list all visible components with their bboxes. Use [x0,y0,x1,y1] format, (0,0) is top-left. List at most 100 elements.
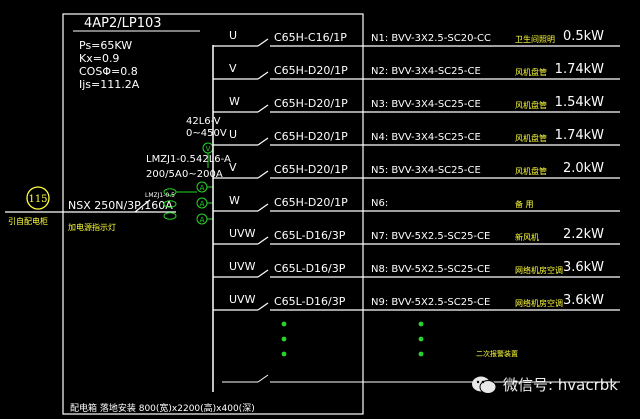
circuit-row: UVW C65L-D16/3P N9: BVV-5X2.5-SC25-CE 网络机房空… [213,293,620,311]
breaker-contact [257,269,269,278]
breaker-model: C65L-D16/3P [274,295,346,308]
cable-spec: N2: BVV-3X4-SC25-CE [371,66,481,77]
phase-label: U [229,29,237,42]
cable-spec: N4: BVV-3X4-SC25-CE [371,132,481,143]
voltmeter-model: 42L6-V [186,116,221,127]
phase-label: UVW [229,260,256,273]
cabinet-outline [62,13,364,415]
breaker-model: C65H-D20/1P [274,196,348,209]
incoming-number-circle [26,186,50,210]
current-transformer-group [163,188,197,220]
load-name: 新风机 [515,232,539,242]
main-breaker-contact [134,199,151,213]
breaker-contact [257,302,269,311]
ammeter-letter: A [200,184,205,192]
breaker-model: C65H-D20/1P [274,97,348,110]
incoming-number: 115 [28,194,47,205]
cable-spec: N6: [371,198,388,209]
main-breaker-label: NSX 250N/3P,160A [68,199,173,212]
cable-spec: N1: BVV-3X2.5-SC20-CC [371,33,491,44]
ellipsis-dot [418,351,424,357]
circuit-row: V C65H-D20/1P N5: BVV-3X4-SC25-CE 风机盘管 2.0kW [213,161,620,179]
circuit-row: UVW C65L-D16/3P N7: BVV-5X2.5-SC25-CE 新风机 2.… [213,227,620,245]
load-name: 网络机房空调 [515,265,563,275]
breaker-model: C65L-D16/3P [274,229,346,242]
breaker-model: C65H-C16/1P [274,31,347,44]
ammeter-model: LMZJ1-0.5 [146,154,196,165]
breaker-contact [257,71,269,80]
cabinet-size-note: 配电箱 落地安装 800(宽)x2200(高)x400(深) [70,402,255,414]
voltmeter-range: 0~450V [186,128,227,139]
ct-symbol [163,200,177,208]
load-power: 2.2kW [563,227,604,242]
breaker-contact [257,170,269,179]
breaker-model: C65L-D16/3P [274,262,346,275]
load-power: 0.5kW [563,29,604,44]
ammeter-range: 0~200A [182,169,223,180]
circuit-row: U C65H-C16/1P N1: BVV-3X2.5-SC20-CC 卫生间照明 0.… [213,29,620,47]
load-power: 1.74kW [555,128,604,143]
voltmeter-letter: V [206,145,211,153]
breaker-contact [257,38,269,47]
phase-label: UVW [229,227,256,240]
breaker-model: C65H-D20/1P [274,64,348,77]
param-ijs: Ijs=111.2A [79,78,140,91]
ellipsis-note: 二次报警装置 [476,349,518,358]
ellipsis-dot [281,321,287,327]
incoming-label: 引自配电柜 [8,216,48,226]
load-name: 风机盘管 [515,133,547,143]
phase-label: UVW [229,293,256,306]
load-name: 备 用 [515,199,534,209]
breaker-model: C65H-D20/1P [274,163,348,176]
breaker-contact [257,104,269,113]
load-name: 卫生间照明 [515,34,555,44]
ct-symbol [163,212,177,220]
phase-label: W [229,194,240,207]
load-power: 2.0kW [563,161,604,176]
circuit-row: UVW C65L-D16/3P N8: BVV-5X2.5-SC25-CE 网络机房空… [213,260,620,278]
phase-label: V [229,161,237,174]
ammeter-letter: A [200,200,205,208]
phase-label: W [229,95,240,108]
load-name: 风机盘管 [515,166,547,176]
param-kx: Kx=0.9 [79,52,119,65]
panel-id: 4AP2/LP103 [84,16,162,31]
watermark: 微信号: hvacrbk [471,374,618,395]
load-name: 风机盘管 [515,100,547,110]
wechat-icon [471,375,497,395]
circuit-row: W C65H-D20/1P N6: 备 用 [213,194,620,212]
param-cos: COSΦ=0.8 [79,65,138,78]
ellipsis-dot [281,351,287,357]
breaker-contact [257,137,269,146]
load-name: 网络机房空调 [515,298,563,308]
load-name: 风机盘管 [515,67,547,77]
ellipsis-dot [418,321,424,327]
ammeter-group: AAA [196,181,213,225]
watermark-text: 微信号: hvacrbk [502,376,618,394]
continuation-dots [281,321,424,357]
breaker-contact [257,203,269,212]
ct-label: LMZJ1-0.5 [145,192,175,199]
breaker-model: C65H-D20/1P [274,130,348,143]
ammeter-ratio: 200/5A [146,169,182,180]
load-power: 1.74kW [555,62,604,77]
cable-spec: N9: BVV-5X2.5-SC25-CE [371,297,490,308]
load-power: 3.6kW [563,293,604,308]
main-breaker-note: 加电源指示灯 [68,222,116,232]
cable-spec: N5: BVV-3X4-SC25-CE [371,165,481,176]
spare-circuit-contact [257,374,269,383]
cable-spec: N3: BVV-3X4-SC25-CE [371,99,481,110]
ammeter-letter: A [200,216,205,224]
cable-spec: N8: BVV-5X2.5-SC25-CE [371,264,490,275]
ellipsis-dot [418,336,424,342]
breaker-contact [257,236,269,245]
cable-spec: N7: BVV-5X2.5-SC25-CE [371,231,490,242]
ellipsis-dot [281,336,287,342]
circuit-list: U C65H-C16/1P N1: BVV-3X2.5-SC20-CC 卫生间照明 0.… [213,29,620,311]
load-power: 3.6kW [563,260,604,275]
